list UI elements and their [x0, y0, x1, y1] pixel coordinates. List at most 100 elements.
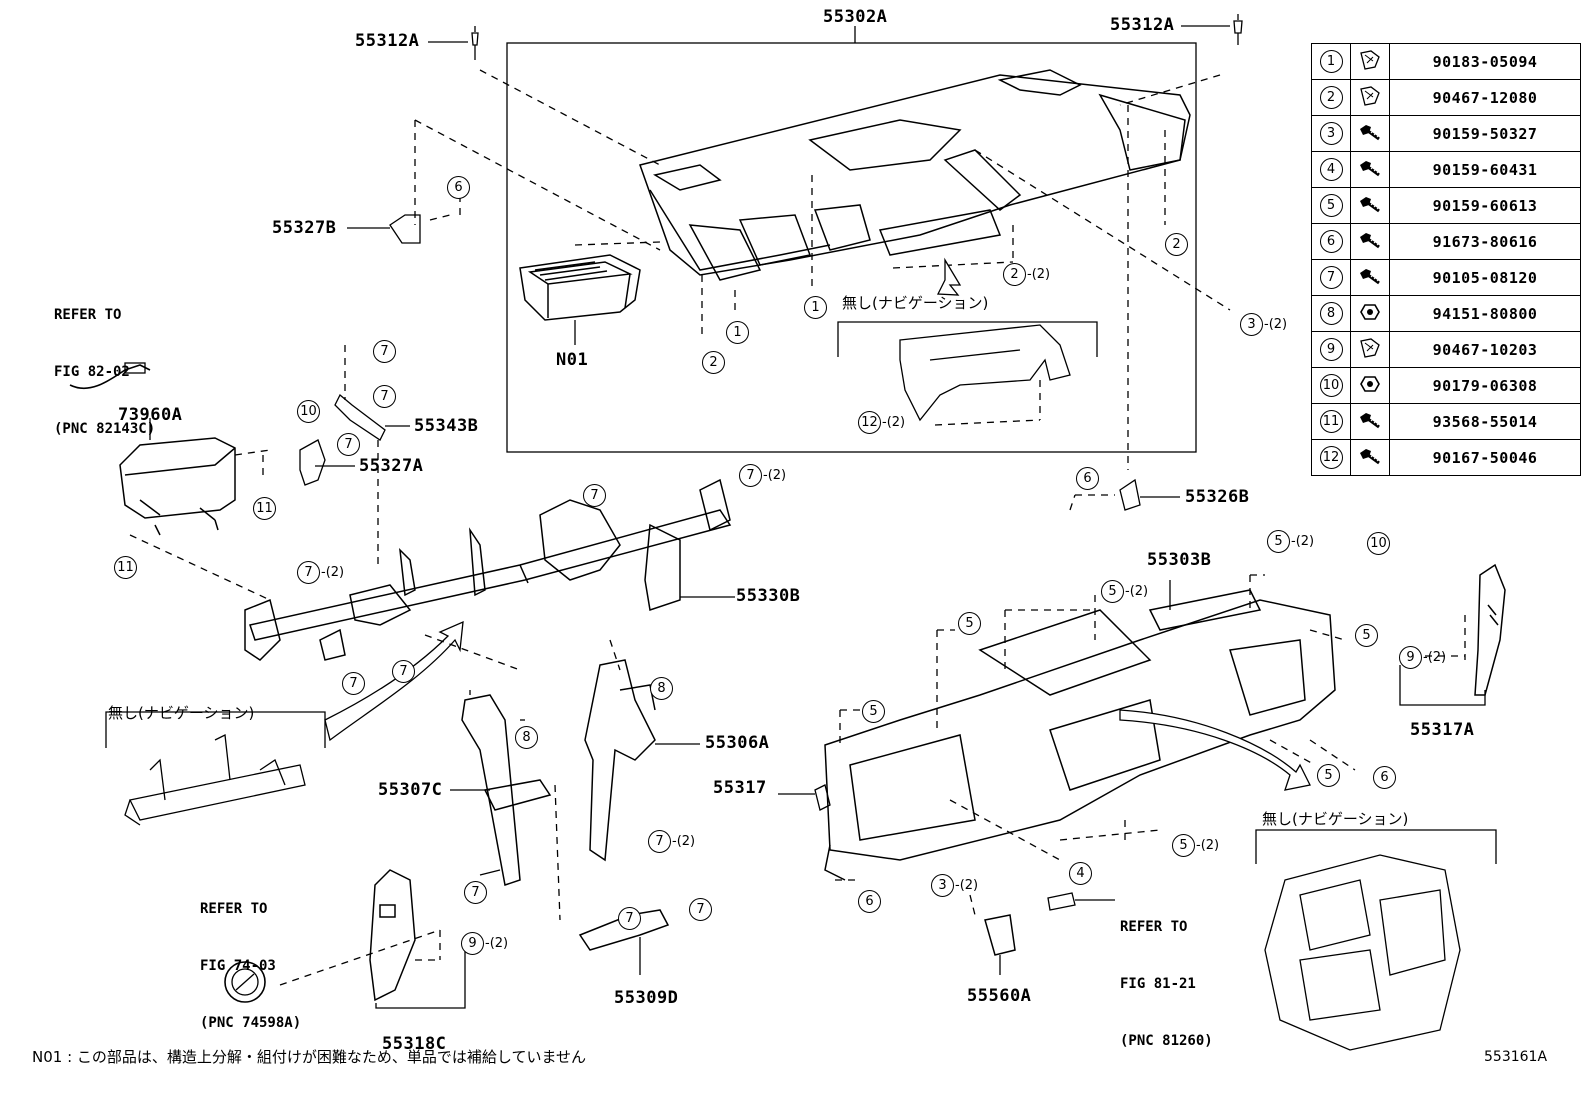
legend-part-number: 94151-80800: [1389, 295, 1581, 332]
callout-10: 10: [297, 400, 321, 423]
refer-note-fig-82-02: REFER TO FIG 82-02 (PNC 82143C): [54, 268, 155, 458]
label-55318C: 55318C: [382, 1034, 447, 1054]
legend-number-cell: 8: [1311, 295, 1351, 332]
screw-icon: [1357, 445, 1383, 471]
callout-number: 1: [726, 321, 749, 344]
callout-qty: -(2): [882, 415, 906, 430]
callout-2-qty-2: 2-(2): [1003, 263, 1050, 286]
callout-number: 10: [1367, 532, 1390, 555]
side-cover-55318C: [369, 869, 416, 1002]
legend-number-cell: 10: [1311, 367, 1351, 404]
callout-10: 10: [1367, 532, 1391, 555]
legend-part-number: 93568-55014: [1389, 403, 1581, 440]
screw-icon: [1357, 193, 1383, 219]
screw-icon: [1357, 121, 1383, 147]
callout-qty: -(2): [1264, 317, 1288, 332]
label-55330B: 55330B: [736, 586, 801, 606]
callout-7: 7: [464, 881, 488, 904]
legend-icon-cell: [1350, 79, 1390, 116]
part-81260: [1047, 892, 1076, 911]
callout-5-qty-2: 5-(2): [1172, 834, 1219, 857]
callout-number: 5: [862, 700, 885, 723]
legend-icon-cell: [1350, 367, 1390, 404]
callout-5: 5: [862, 700, 886, 723]
refer-line: REFER TO: [200, 901, 268, 917]
callout-number: 2: [1003, 263, 1026, 286]
callout-1: 1: [726, 321, 750, 344]
callout-number: 6: [1076, 467, 1099, 490]
callout-9-qty-2: 9-(2): [461, 932, 508, 955]
nut-icon: [1357, 373, 1383, 399]
legend-number-cell: 3: [1311, 115, 1351, 152]
callout-number: 6: [1373, 766, 1396, 789]
bracket-55327A: [299, 439, 326, 486]
callout-number: 6: [447, 176, 470, 199]
legend-part-number: 90179-06308: [1389, 367, 1581, 404]
callout-number: 1: [804, 296, 827, 319]
legend-number-cell: 6: [1311, 223, 1351, 260]
bracket-55343B: [334, 393, 386, 441]
callout-number: 5: [1172, 834, 1195, 857]
callout-8: 8: [650, 677, 674, 700]
callout-qty: -(2): [1291, 534, 1315, 549]
brace-55307C: [461, 694, 552, 886]
callout-number: 6: [858, 890, 881, 913]
legend-icon-cell: [1350, 403, 1390, 440]
callout-number: 7: [618, 907, 641, 930]
callout-qty: -(2): [1125, 584, 1149, 599]
legend-number: 7: [1319, 266, 1343, 289]
legend-number: 8: [1319, 302, 1343, 325]
screw-icon: [1357, 409, 1383, 435]
airbag-73960A: [119, 437, 236, 536]
callout-number: 8: [515, 726, 538, 749]
callout-11: 11: [253, 497, 277, 520]
legend-part-number: 90159-60613: [1389, 187, 1581, 224]
badge-74598A: [224, 961, 266, 1003]
clip-55317: [814, 784, 831, 811]
illustration-number: 553161A: [1484, 1049, 1548, 1065]
refer-line: (PNC 74598A): [200, 1015, 302, 1031]
legend-number-cell: 7: [1311, 259, 1351, 296]
callout-number: 9: [461, 932, 484, 955]
callout-6: 6: [1076, 467, 1100, 490]
callout-number: 7: [337, 433, 360, 456]
callout-5-qty-2: 5-(2): [1101, 580, 1148, 603]
callout-number: 7: [392, 660, 415, 683]
callout-11: 11: [114, 556, 138, 579]
callout-6: 6: [858, 890, 882, 913]
callout-number: 3: [931, 874, 954, 897]
clip-icon: [1357, 337, 1383, 363]
label-55306A: 55306A: [705, 733, 770, 753]
callout-9-qty-2: 9-(2): [1399, 646, 1446, 669]
callout-qty: -(2): [672, 834, 696, 849]
legend-number-cell: 9: [1311, 331, 1351, 368]
refer-line: (PNC 81260): [1120, 1033, 1213, 1049]
label-55327A: 55327A: [359, 456, 424, 476]
footnote-N01: N01 : この部品は、構造上分解・組付けが困難なため、単品では補給していません: [32, 1048, 587, 1066]
label-73960A: 73960A: [118, 405, 183, 425]
legend-number-cell: 12: [1311, 439, 1351, 476]
callout-8: 8: [515, 726, 539, 749]
callout-number: 7: [464, 881, 487, 904]
callout-5: 5: [958, 612, 982, 635]
callout-number: 11: [114, 556, 137, 579]
callout-7-qty-2: 7-(2): [739, 464, 786, 487]
screw-icon: [1357, 157, 1383, 183]
label-55317: 55317: [713, 778, 767, 798]
legend-number-cell: 2: [1311, 79, 1351, 116]
callout-qty: -(2): [485, 936, 509, 951]
callout-6: 6: [447, 176, 471, 199]
refer-line: FIG 81-21: [1120, 976, 1196, 992]
clip-icon: [1357, 49, 1383, 75]
label-55303B: 55303B: [1147, 550, 1212, 570]
callout-number: 5: [1267, 530, 1290, 553]
bracket-55306A: [584, 659, 656, 862]
variant-top-bracket: [899, 324, 1071, 422]
callout-7: 7: [342, 672, 366, 695]
callout-7-qty-2: 7-(2): [648, 830, 695, 853]
callout-1: 1: [804, 296, 828, 319]
